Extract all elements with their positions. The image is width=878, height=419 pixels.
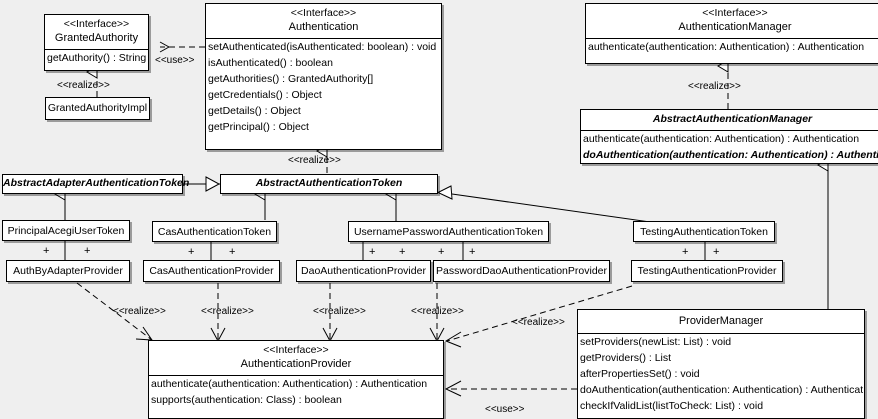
operation-row: getDetails() : Object [208, 105, 301, 117]
operations-compartment-authentication-provider: authenticate(authentication: Authenticat… [149, 376, 443, 408]
operation-row: supports(authentication: Class) : boolea… [151, 394, 342, 406]
operation-row: getProviders() : List [580, 352, 672, 364]
operation-row: doAuthentication(authentication: Authent… [583, 149, 878, 161]
relation-label-realize-dao: <<realize>> [313, 306, 366, 317]
operation-row: authenticate(authentication: Authenticat… [151, 378, 428, 390]
class-name-label: UsernamePasswordAuthenticationToken [353, 226, 544, 238]
stereotype-label: <<Interface>> [63, 18, 130, 30]
class-box-abstract-authentication-manager[interactable]: AbstractAuthenticationManager authentica… [580, 109, 878, 164]
multiplicity-plus: + [469, 246, 476, 258]
operations-compartment-granted-authority: getAuthority() : String [45, 50, 148, 66]
class-box-abstract-authentication-token[interactable]: AbstractAuthenticationToken [220, 174, 438, 194]
class-name-label: PrincipalAcegiUserToken [7, 225, 125, 237]
operation-row: setProviders(newList: List) : void [580, 336, 732, 348]
operation-row: setAuthenticated(isAuthenticated: boolea… [208, 41, 437, 53]
class-box-dao-authentication-provider[interactable]: DaoAuthenticationProvider [296, 260, 431, 282]
multiplicity-plus: + [229, 246, 236, 258]
class-header-provider-manager: ProviderManager [578, 310, 864, 333]
multiplicity-plus: + [188, 246, 195, 258]
class-box-authentication-manager[interactable]: <<Interface>> AuthenticationManager auth… [585, 3, 878, 64]
relation-label-realize-cas: <<realize>> [201, 306, 254, 317]
operations-compartment-abstract-authentication-manager: authenticate(authentication: Authenticat… [581, 131, 878, 163]
multiplicity-plus: + [399, 246, 406, 258]
class-name-label: Authentication [288, 21, 359, 33]
relation-label-realize-abstractauthenticationtoken: <<realize>> [288, 155, 341, 166]
class-header-authentication-manager: <<Interface>> AuthenticationManager [586, 4, 878, 38]
relation-label-use-authentication-grantedauthority: <<use>> [155, 55, 195, 66]
multiplicity-plus: + [682, 246, 689, 258]
class-name-label: ProviderManager [678, 315, 764, 327]
operations-compartment-provider-manager: setProviders(newList: List) : void getPr… [578, 334, 864, 414]
class-box-testing-authentication-provider[interactable]: TestingAuthenticationProvider [631, 260, 783, 282]
compartment-divider [581, 130, 878, 131]
relation-label-realize-grantedauthorityimpl: <<realize>> [57, 80, 110, 91]
operation-row: getPrincipal() : Object [208, 121, 309, 133]
class-name-label: AbstractAuthenticationManager [652, 113, 813, 125]
class-header-authentication-provider: <<Interface>> AuthenticationProvider [149, 341, 443, 375]
class-box-granted-authority-impl[interactable]: GrantedAuthorityImpl [45, 97, 150, 120]
operation-row: checkIfValidList(listToCheck: List) : vo… [580, 400, 764, 412]
class-name-label: AuthByAdapterProvider [13, 265, 123, 277]
operations-compartment-authentication: setAuthenticated(isAuthenticated: boolea… [206, 39, 441, 135]
class-name-label: PasswordDaoAuthenticationProvider [435, 265, 607, 277]
class-name-label: TestingAuthenticationProvider [637, 265, 777, 277]
operations-compartment-authentication-manager: authenticate(authentication: Authenticat… [586, 39, 878, 55]
edge-use-providermanager-to-authenticationprovider [444, 380, 577, 397]
class-name-label: AbstractAdapterAuthenticationToken [3, 177, 190, 189]
compartment-divider [586, 38, 878, 39]
compartment-divider [149, 375, 443, 376]
relation-label-realize-testing: <<realize>> [512, 317, 565, 328]
relation-label-realize-passworddao: <<realize>> [411, 306, 464, 317]
operation-row: getAuthority() : String [47, 52, 147, 64]
operation-row: isAuthenticated() : boolean [208, 57, 333, 69]
compartment-divider [578, 333, 864, 334]
class-box-abstract-adapter-authentication-token[interactable]: AbstractAdapterAuthenticationToken [2, 174, 189, 194]
class-box-granted-authority[interactable]: <<Interface>> GrantedAuthority getAuthor… [44, 14, 149, 71]
multiplicity-plus: + [84, 245, 91, 257]
stereotype-label: <<Interface>> [290, 7, 357, 19]
class-name-label: TestingAuthenticationToken [640, 226, 768, 238]
operation-row: doAuthentication(authentication: Authent… [580, 384, 863, 396]
class-name-label: DaoAuthenticationProvider [301, 265, 426, 277]
class-box-cas-authentication-token[interactable]: CasAuthenticationToken [152, 221, 277, 242]
multiplicity-plus: + [438, 246, 445, 258]
class-box-password-dao-authentication-provider[interactable]: PasswordDaoAuthenticationProvider [433, 260, 610, 282]
class-box-principal-acegi-user-token[interactable]: PrincipalAcegiUserToken [2, 220, 130, 241]
class-header-abstract-authentication-manager: AbstractAuthenticationManager [581, 110, 878, 130]
class-header-authentication: <<Interface>> Authentication [206, 4, 441, 38]
stereotype-label: <<Interface>> [263, 344, 329, 356]
operation-row: authenticate(authentication: Authenticat… [583, 133, 860, 145]
class-name-label: CasAuthenticationProvider [149, 265, 274, 277]
multiplicity-plus: + [43, 245, 50, 257]
class-name-label: AuthenticationManager [678, 21, 792, 33]
compartment-divider [206, 38, 441, 39]
relation-label-realize-abstractauthenticationmanager: <<realize>> [688, 81, 741, 92]
relation-label-use-providermanager-authenticationprovider: <<use>> [485, 404, 525, 415]
stereotype-label: <<Interface>> [702, 7, 768, 19]
class-name-label: GrantedAuthority [54, 32, 139, 44]
multiplicity-plus: + [713, 246, 720, 258]
class-name-label: GrantedAuthorityImpl [47, 102, 148, 114]
class-box-auth-by-adapter-provider[interactable]: AuthByAdapterProvider [6, 260, 130, 282]
class-name-label: AuthenticationProvider [240, 358, 352, 370]
multiplicity-plus: + [369, 246, 376, 258]
class-header-granted-authority: <<Interface>> GrantedAuthority [45, 15, 148, 49]
operation-row: authenticate(authentication: Authenticat… [588, 41, 865, 53]
operation-row: afterPropertiesSet() : void [580, 368, 700, 380]
class-box-username-password-authentication-token[interactable]: UsernamePasswordAuthenticationToken [348, 221, 549, 242]
class-box-cas-authentication-provider[interactable]: CasAuthenticationProvider [143, 260, 280, 282]
operation-row: getAuthorities() : GrantedAuthority[] [208, 73, 374, 85]
class-name-label: CasAuthenticationToken [157, 226, 272, 238]
edge-generalize-testingtoken-to-abstracttoken [436, 185, 651, 223]
compartment-divider [45, 49, 148, 50]
class-box-authentication-provider[interactable]: <<Interface>> AuthenticationProvider aut… [148, 340, 444, 419]
class-box-provider-manager[interactable]: ProviderManager setProviders(newList: Li… [577, 309, 865, 419]
class-box-authentication[interactable]: <<Interface>> Authentication setAuthenti… [205, 3, 442, 150]
class-name-label: AbstractAuthenticationToken [255, 177, 403, 189]
operation-row: getCredentials() : Object [208, 89, 322, 101]
class-box-testing-authentication-token[interactable]: TestingAuthenticationToken [633, 221, 775, 242]
relation-label-realize-authbyadapter: <<realize>> [113, 306, 166, 317]
